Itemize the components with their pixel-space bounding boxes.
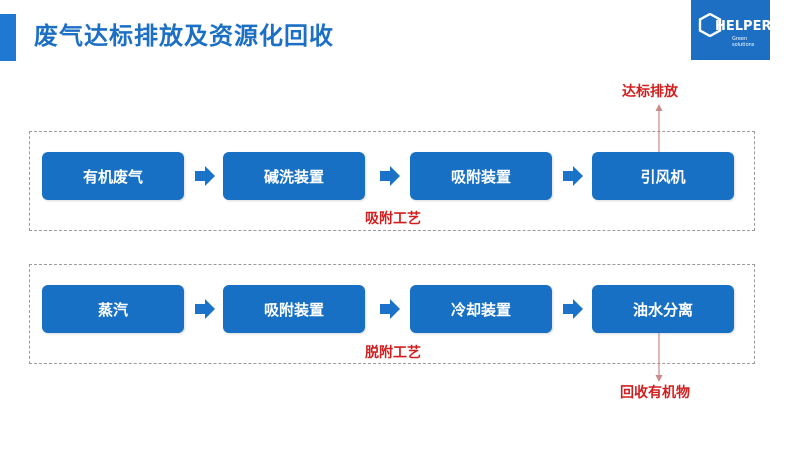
up-arrow-icon — [655, 104, 663, 152]
step-alkali-wash: 碱洗装置 — [223, 152, 365, 200]
helper-logo: HELPER Green solutions — [691, 0, 772, 60]
adsorption-process-frame — [29, 131, 755, 231]
step-organic-waste-gas: 有机废气 — [42, 152, 184, 200]
step-induced-fan: 引风机 — [592, 152, 734, 200]
right-arrow-icon — [380, 166, 400, 186]
step-oil-water-separation: 油水分离 — [592, 285, 734, 333]
hexagon-logo-icon — [698, 13, 722, 37]
step-adsorption-unit: 吸附装置 — [410, 152, 552, 200]
recovery-output-label: 回收有机物 — [620, 385, 690, 401]
slide-title: 废气达标排放及资源化回收 — [34, 22, 334, 50]
title-accent-bar — [0, 14, 16, 61]
step-cooling-unit: 冷却装置 — [410, 285, 552, 333]
right-arrow-icon — [195, 299, 215, 319]
step-adsorption-unit-2: 吸附装置 — [223, 285, 365, 333]
step-steam: 蒸汽 — [42, 285, 184, 333]
logo-wordmark: HELPER — [715, 19, 772, 34]
right-arrow-icon — [563, 166, 583, 186]
adsorption-process-label: 吸附工艺 — [365, 211, 421, 227]
desorption-process-frame — [29, 264, 755, 364]
emission-output-label: 达标排放 — [622, 84, 678, 100]
down-arrow-icon — [655, 333, 663, 382]
desorption-process-label: 脱附工艺 — [365, 345, 421, 361]
right-arrow-icon — [380, 299, 400, 319]
logo-tagline: Green solutions — [732, 36, 755, 48]
right-arrow-icon — [195, 166, 215, 186]
right-arrow-icon — [563, 299, 583, 319]
